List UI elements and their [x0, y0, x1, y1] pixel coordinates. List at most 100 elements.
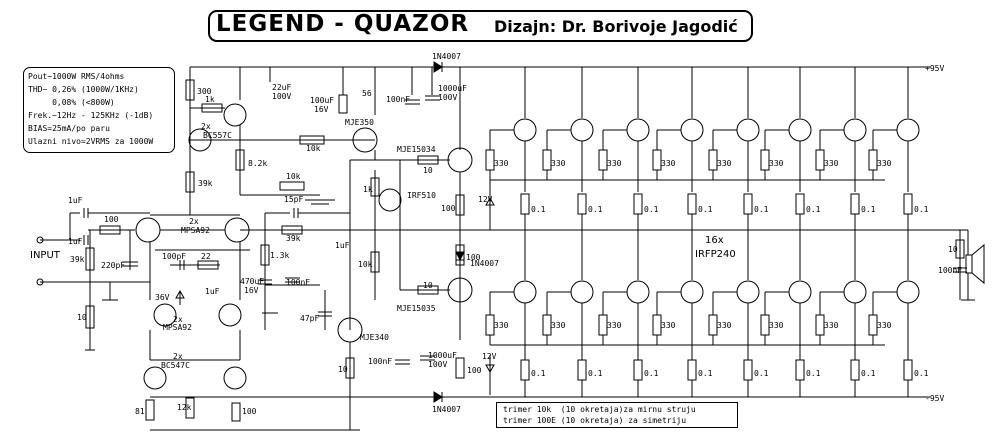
output-fet-upper — [570, 118, 594, 142]
source-resistor-lower-label: 0.1 — [806, 369, 821, 378]
source-resistor-lower — [743, 359, 753, 381]
r100-c-label: 100 — [467, 366, 482, 375]
ccs-pair-part: BC557C — [203, 131, 232, 140]
output-fet-upper — [788, 118, 812, 142]
r39k-b-label: 39k — [286, 234, 301, 243]
r10-top-label: 10 — [423, 166, 433, 175]
output-fet-lower — [736, 280, 760, 304]
source-resistor-lower — [795, 359, 805, 381]
output-fet-upper — [513, 118, 537, 142]
gate-resistor-lower-label: 330 — [607, 321, 622, 330]
source-resistor-upper — [850, 193, 860, 215]
source-resistor-upper-label: 0.1 — [754, 205, 769, 214]
input-pair-part: MPSA92 — [181, 226, 210, 235]
gate-resistor-upper — [542, 149, 552, 171]
r10-in-label: 10 — [77, 313, 87, 322]
source-resistor-lower-label: 0.1 — [644, 369, 659, 378]
source-resistor-lower — [687, 359, 697, 381]
c1000u-a-label: 1000uF — [438, 84, 467, 93]
negative-rail-label: -95V — [925, 394, 944, 403]
c1000u-a-volt-label: 100V — [438, 93, 457, 102]
gate-resistor-upper — [652, 149, 662, 171]
gate-resistor-upper-label: 330 — [769, 159, 784, 168]
output-fet-lower — [626, 280, 650, 304]
spec-input-level: Ulazni nivo=2VRMS za 1000W — [28, 137, 154, 146]
gate-resistor-upper — [760, 149, 770, 171]
r1k3-label: 1.3k — [270, 251, 289, 260]
c470u-volt-label: 16V — [244, 286, 259, 295]
r12k-label: 12k — [177, 403, 192, 412]
output-stage-part: IRFP240 — [695, 249, 736, 260]
gate-resistor-lower-label: 330 — [494, 321, 509, 330]
gate-resistor-upper — [868, 149, 878, 171]
output-fet-upper — [736, 118, 760, 142]
r22-label: 22 — [201, 252, 211, 261]
bias-fet-part: IRF510 — [407, 191, 436, 200]
c1u-in1-label: 1uF — [68, 196, 83, 205]
source-resistor-lower — [520, 359, 530, 381]
positive-rail-label: +95V — [925, 64, 944, 73]
spec-freq: Frek.~12Hz - 125KHz (-1dB) — [28, 111, 154, 120]
gate-resistor-lower-label: 330 — [824, 321, 839, 330]
c100u-label: 100uF — [310, 96, 334, 105]
source-resistor-upper — [795, 193, 805, 215]
output-fet-upper — [680, 118, 704, 142]
source-resistor-upper — [633, 193, 643, 215]
spec-bias: BIAS=25mA/po paru — [28, 124, 110, 133]
r100-trim-label: 100 — [242, 407, 257, 416]
source-resistor-upper-label: 0.1 — [806, 205, 821, 214]
r39k-a-label: 39k — [198, 179, 213, 188]
gate-resistor-lower — [598, 314, 608, 336]
output-fet-lower — [570, 280, 594, 304]
gate-resistor-lower-label: 330 — [717, 321, 732, 330]
driver-top-part: MJE15034 — [397, 145, 436, 154]
gate-resistor-lower — [815, 314, 825, 336]
output-fet-lower — [788, 280, 812, 304]
gate-resistor-upper-label: 330 — [717, 159, 732, 168]
bottom-pair-count: 2x — [173, 352, 183, 361]
source-resistor-lower-label: 0.1 — [914, 369, 929, 378]
mirror-pair-part: MPSA92 — [163, 323, 192, 332]
bottom-diode-label: 1N4007 — [432, 405, 461, 414]
gate-resistor-upper-label: 330 — [824, 159, 839, 168]
input-pair-count: 2x — [189, 217, 199, 226]
source-resistor-lower-label: 0.1 — [754, 369, 769, 378]
zener-12v-a-label: 12V — [478, 195, 493, 204]
title-box — [208, 10, 753, 42]
spec-thd-low: 0,08% (<800W) — [28, 98, 115, 107]
source-resistor-upper-label: 0.1 — [531, 205, 546, 214]
source-resistor-upper-label: 0.1 — [914, 205, 929, 214]
gate-resistor-lower-label: 330 — [661, 321, 676, 330]
r100-b-label: 100 — [466, 253, 481, 262]
gate-resistor-upper-label: 330 — [494, 159, 509, 168]
source-resistor-upper — [520, 193, 530, 215]
output-mosfet-array — [485, 67, 920, 397]
source-resistor-lower-label: 0.1 — [588, 369, 603, 378]
ccs-pair-count: 2x — [201, 122, 211, 131]
spec-thd: THD~ 0,26% (1000W/1KHz) — [28, 85, 139, 94]
source-resistor-lower — [903, 359, 913, 381]
c22u-label: 22uF — [272, 83, 291, 92]
c100p-label: 100pF — [162, 252, 186, 261]
source-resistor-lower-label: 0.1 — [698, 369, 713, 378]
gate-resistor-lower-label: 330 — [551, 321, 566, 330]
input-label: INPUT — [30, 250, 61, 261]
c100n-a-label: 100nF — [386, 95, 410, 104]
spec-power: Pout~1000W RMS/4ohms — [28, 72, 125, 81]
source-resistor-lower — [850, 359, 860, 381]
r10-zobel-label: 10 — [948, 245, 958, 254]
gate-resistor-lower-label: 330 — [769, 321, 784, 330]
output-fet-upper — [896, 118, 920, 142]
c1u-z-label: 1uF — [205, 287, 220, 296]
c1000u-b-label: 1000uF — [428, 351, 457, 360]
designer-credit: Dizajn: Dr. Borivoje Jagodić — [494, 17, 738, 36]
c220p-label: 220pF — [101, 261, 125, 270]
driver-bottom-part: MJE15035 — [397, 304, 436, 313]
gate-resistor-upper — [598, 149, 608, 171]
output-fet-upper — [626, 118, 650, 142]
output-fet-lower — [843, 280, 867, 304]
c100n-zobel-label: 100nF — [938, 266, 962, 275]
source-resistor-lower-label: 0.1 — [861, 369, 876, 378]
top-diode-label: 1N4007 — [432, 52, 461, 61]
